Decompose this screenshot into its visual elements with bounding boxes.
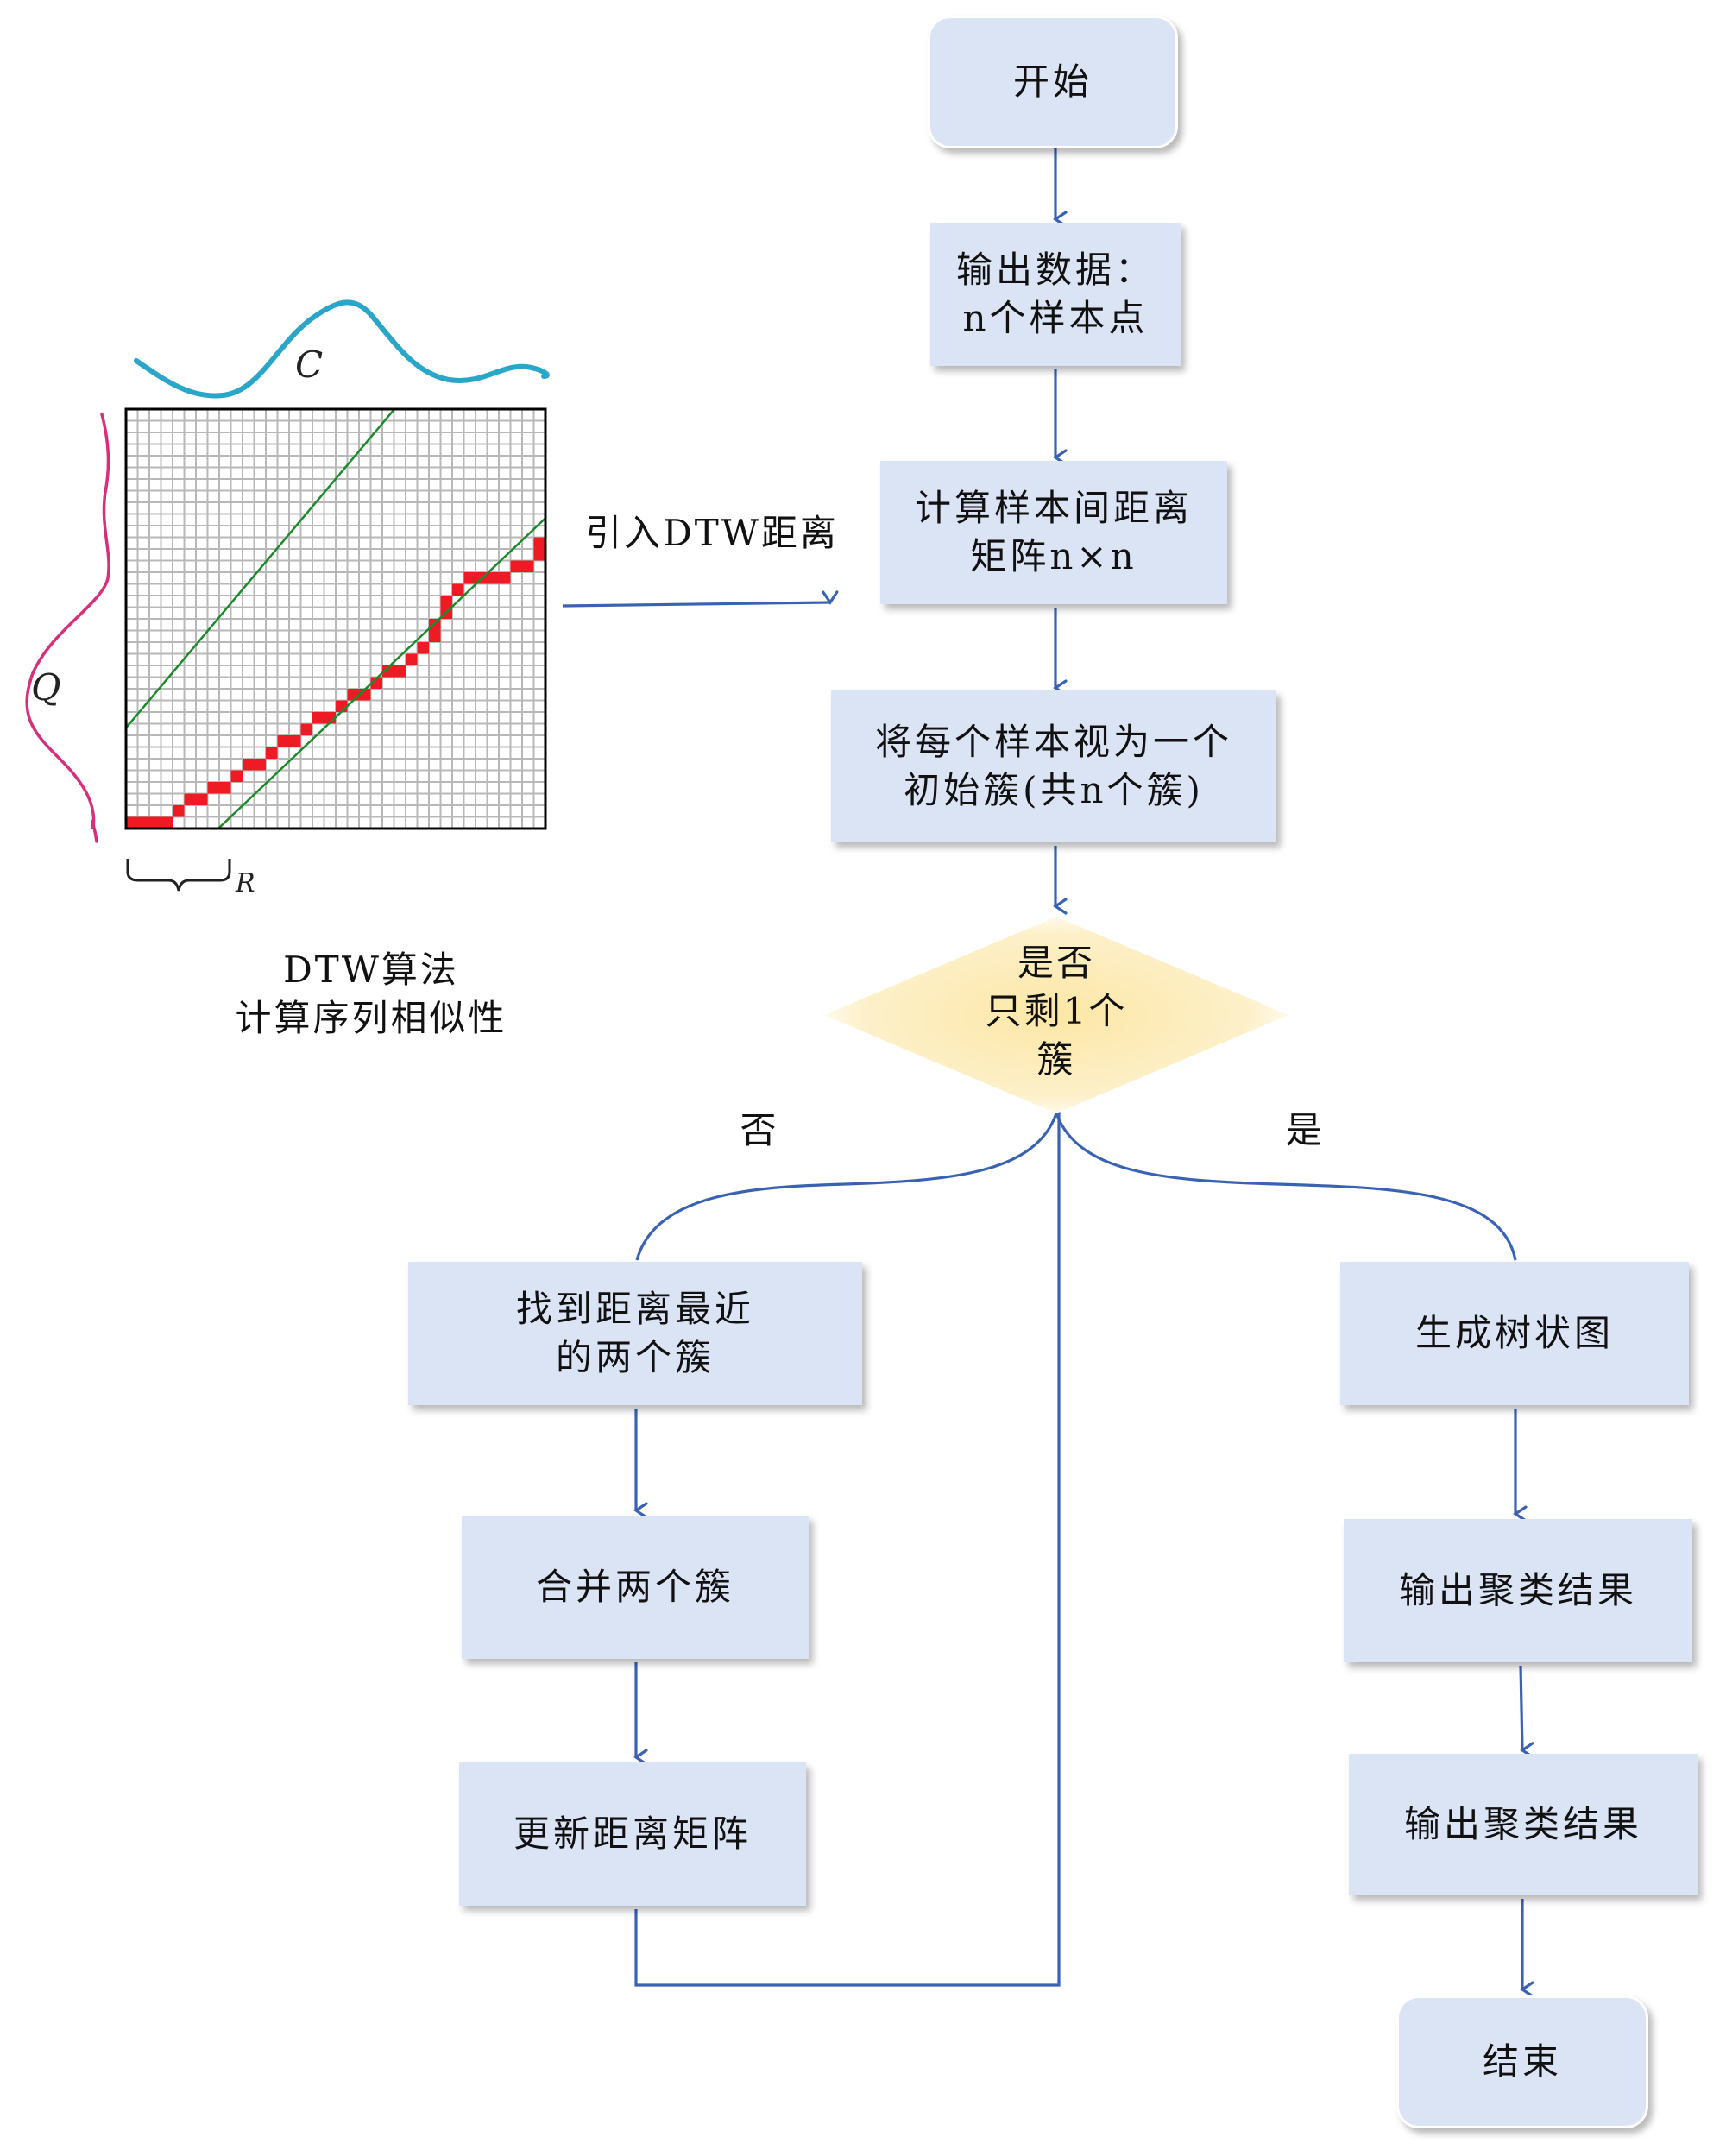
warp-path-cell xyxy=(347,689,359,701)
start-node-label: 开始 xyxy=(1012,60,1093,103)
warp-path-cell xyxy=(406,653,418,665)
dendrogram-label: 生成树状图 xyxy=(1414,1312,1614,1354)
start-node: 开始 xyxy=(928,16,1178,148)
init-clusters-label: 将每个样本视为一个 初始簇(共n个簇) xyxy=(874,721,1232,811)
warp-path-cell xyxy=(149,816,161,829)
band-lower-line xyxy=(217,517,546,829)
warp-path-cell xyxy=(522,560,534,572)
decision-label: 是否 只剩1个 簇 xyxy=(985,942,1128,1081)
merge-label: 合并两个簇 xyxy=(535,1566,734,1608)
warp-path-cell xyxy=(126,816,138,829)
flow-connectors xyxy=(562,148,1534,1998)
output-result-label-2: 输出聚类结果 xyxy=(1403,1803,1642,1845)
dtw-matrix-grid xyxy=(124,407,547,830)
warp-path-cell xyxy=(382,665,394,678)
arrow-dtw-to-compute xyxy=(562,590,839,608)
end-node-label: 结束 xyxy=(1482,2040,1562,2083)
input-data-label: 输出数据： n个样本点 xyxy=(955,249,1155,339)
left-series-curve xyxy=(25,413,110,843)
dtw-arrow-label: 引入DTW距离 xyxy=(585,512,839,554)
output-result-box-2: 输出聚类结果 xyxy=(1349,1754,1698,1895)
warp-path-cell xyxy=(533,549,545,561)
warp-path-cell xyxy=(219,782,231,794)
top-series-curve xyxy=(134,299,550,399)
find-closest-label: 找到距离最近 的两个簇 xyxy=(515,1288,754,1378)
update-matrix-label: 更新距离矩阵 xyxy=(513,1812,752,1855)
warp-path-cell xyxy=(440,596,452,608)
warp-path-cell xyxy=(312,712,324,724)
warp-path-cell xyxy=(207,782,219,794)
dtw-caption: DTW算法 计算序列相似性 xyxy=(235,949,507,1039)
warp-path-cell xyxy=(254,759,266,771)
warp-path-cell xyxy=(277,735,289,747)
output-result-box-1: 输出聚类结果 xyxy=(1344,1519,1692,1662)
warp-path-cell xyxy=(137,816,149,829)
warp-path-cell xyxy=(429,630,441,642)
warp-path-cell xyxy=(243,759,255,771)
warp-path-cell xyxy=(184,793,196,805)
loop-back-line xyxy=(634,1112,1061,1987)
dendrogram-box: 生成树状图 xyxy=(1340,1262,1689,1405)
arrow-output1-output2 xyxy=(1519,1665,1534,1759)
compute-distance-label: 计算样本间距离 矩阵n×n xyxy=(914,487,1193,577)
band-upper-line xyxy=(125,408,395,729)
init-clusters-box: 将每个样本视为一个 初始簇(共n个簇) xyxy=(831,690,1276,842)
top-series-label: C xyxy=(295,344,324,386)
end-node: 结束 xyxy=(1396,1995,1648,2128)
no-branch-label: 否 xyxy=(740,1109,779,1151)
left-series-label: Q xyxy=(31,666,61,709)
warp-path-cell xyxy=(394,665,406,678)
warp-path-cell xyxy=(300,723,312,735)
warp-path-cell xyxy=(417,642,429,654)
output-result-label-1: 输出聚类结果 xyxy=(1398,1569,1637,1611)
warp-path-cell xyxy=(289,735,301,747)
window-brace xyxy=(126,859,231,892)
yes-branch-label: 是 xyxy=(1285,1109,1325,1151)
warp-path-cell xyxy=(161,816,173,829)
window-label: R xyxy=(236,868,255,898)
warp-path-cell xyxy=(510,560,522,572)
compute-distance-box: 计算样本间距离 矩阵n×n xyxy=(880,461,1227,604)
warp-path-cell xyxy=(499,572,511,584)
warp-path-cell xyxy=(230,770,243,782)
update-matrix-box: 更新距离矩阵 xyxy=(459,1762,806,1906)
warp-path-cell xyxy=(487,572,499,584)
branch-yes xyxy=(1055,1113,1517,1261)
warp-path-cell xyxy=(452,583,464,596)
dtw-matrix-border xyxy=(124,407,547,830)
warp-path-cell xyxy=(173,805,185,817)
find-closest-box: 找到距离最近 的两个簇 xyxy=(408,1262,862,1405)
input-data-box: 输出数据： n个样本点 xyxy=(930,223,1181,366)
warp-path-cell xyxy=(463,572,476,584)
merge-box: 合并两个簇 xyxy=(462,1516,809,1659)
warp-path-cell xyxy=(196,793,208,805)
branch-no xyxy=(635,1113,1058,1261)
decision-diamond xyxy=(824,917,1288,1113)
warp-path-cell xyxy=(533,537,545,549)
warp-path-cell xyxy=(266,747,278,759)
